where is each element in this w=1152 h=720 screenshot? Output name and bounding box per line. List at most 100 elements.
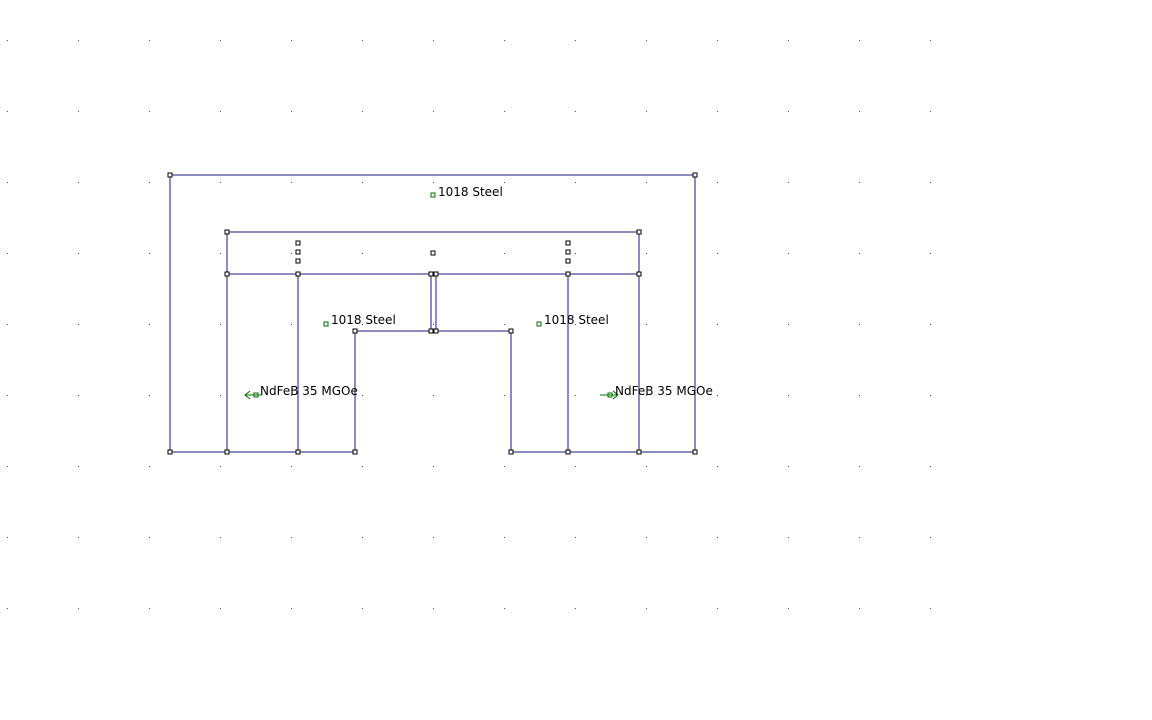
grid-dot	[7, 537, 8, 538]
grid-dot	[930, 111, 931, 112]
grid-dot	[575, 253, 576, 254]
node-point[interactable]	[433, 271, 439, 277]
node-point[interactable]	[692, 449, 698, 455]
grid-dot	[220, 324, 221, 325]
grid-dot	[7, 111, 8, 112]
node-point[interactable]	[295, 449, 301, 455]
grid-dot	[220, 111, 221, 112]
grid-dot	[291, 608, 292, 609]
grid-dot	[646, 324, 647, 325]
grid-dot	[291, 324, 292, 325]
node-point[interactable]	[508, 328, 514, 334]
block-label-steel-top[interactable]: 1018 Steel	[430, 185, 503, 199]
grid-dot	[575, 324, 576, 325]
arrowhead-icon	[244, 390, 251, 400]
node-point[interactable]	[167, 172, 173, 178]
grid-dot	[149, 466, 150, 467]
node-point[interactable]	[352, 449, 358, 455]
grid-dot	[362, 466, 363, 467]
node-point[interactable]	[433, 328, 439, 334]
node-point[interactable]	[430, 250, 436, 256]
grid-dot	[930, 324, 931, 325]
grid-dot	[78, 608, 79, 609]
grid-dot	[930, 537, 931, 538]
grid-dot	[575, 111, 576, 112]
grid-dot	[291, 466, 292, 467]
node-point[interactable]	[295, 240, 301, 246]
grid-dot	[291, 182, 292, 183]
grid-dot	[220, 395, 221, 396]
grid-dot	[362, 40, 363, 41]
node-point[interactable]	[565, 449, 571, 455]
grid-dot	[575, 395, 576, 396]
arrowhead-icon	[612, 390, 619, 400]
grid-dot	[859, 608, 860, 609]
grid-dot	[930, 466, 931, 467]
grid-dot	[362, 395, 363, 396]
node-point[interactable]	[636, 449, 642, 455]
node-point[interactable]	[636, 271, 642, 277]
node-point[interactable]	[428, 328, 434, 334]
grid-dot	[433, 111, 434, 112]
grid-dot	[646, 182, 647, 183]
node-point[interactable]	[565, 240, 571, 246]
grid-dot	[788, 253, 789, 254]
grid-dot	[7, 40, 8, 41]
grid-dot	[717, 111, 718, 112]
node-point[interactable]	[295, 271, 301, 277]
grid-dot	[504, 537, 505, 538]
grid-dot	[220, 40, 221, 41]
node-point[interactable]	[636, 229, 642, 235]
grid-dot	[7, 324, 8, 325]
grid-dot	[7, 466, 8, 467]
node-point[interactable]	[692, 172, 698, 178]
node-point[interactable]	[565, 258, 571, 264]
node-point[interactable]	[428, 271, 434, 277]
material-label: 1018 Steel	[438, 185, 503, 199]
grid-dot	[291, 40, 292, 41]
node-point[interactable]	[224, 271, 230, 277]
grid-dot	[788, 324, 789, 325]
grid-dot	[78, 324, 79, 325]
grid-dot	[149, 182, 150, 183]
grid-dot	[859, 111, 860, 112]
grid-dot	[220, 253, 221, 254]
grid-dot	[433, 40, 434, 41]
grid-dot	[220, 466, 221, 467]
node-point[interactable]	[295, 249, 301, 255]
grid-dot	[291, 537, 292, 538]
geometry-segments	[169, 174, 696, 453]
grid-dot	[859, 466, 860, 467]
grid-dot	[78, 111, 79, 112]
block-label-steel-left[interactable]: 1018 Steel	[323, 313, 396, 327]
node-point[interactable]	[224, 449, 230, 455]
grid-dot	[78, 537, 79, 538]
node-point[interactable]	[565, 249, 571, 255]
node-point[interactable]	[224, 229, 230, 235]
block-label-magnet-right[interactable]: NdFeB 35 MGOe	[600, 384, 713, 400]
block-labels: 1018 Steel 1018 Steel 1018 Steel NdFeB 3…	[244, 185, 713, 400]
label-marker-icon	[253, 392, 259, 398]
node-point[interactable]	[352, 328, 358, 334]
node-point[interactable]	[295, 258, 301, 264]
grid-dot	[575, 182, 576, 183]
grid-dot	[575, 466, 576, 467]
block-label-steel-right[interactable]: 1018 Steel	[536, 313, 609, 327]
node-point[interactable]	[565, 271, 571, 277]
grid-dot	[149, 537, 150, 538]
node-point[interactable]	[508, 449, 514, 455]
grid-dot	[504, 324, 505, 325]
node-point[interactable]	[167, 449, 173, 455]
grid-dot	[220, 537, 221, 538]
material-label: NdFeB 35 MGOe	[615, 384, 713, 398]
grid-dot	[149, 40, 150, 41]
grid-dot	[859, 395, 860, 396]
grid-dot	[504, 466, 505, 467]
block-label-magnet-left[interactable]: NdFeB 35 MGOe	[244, 384, 358, 400]
grid-dot	[930, 253, 931, 254]
material-label: NdFeB 35 MGOe	[260, 384, 358, 398]
grid-dot	[717, 182, 718, 183]
grid-dot	[717, 324, 718, 325]
grid-dot	[7, 608, 8, 609]
